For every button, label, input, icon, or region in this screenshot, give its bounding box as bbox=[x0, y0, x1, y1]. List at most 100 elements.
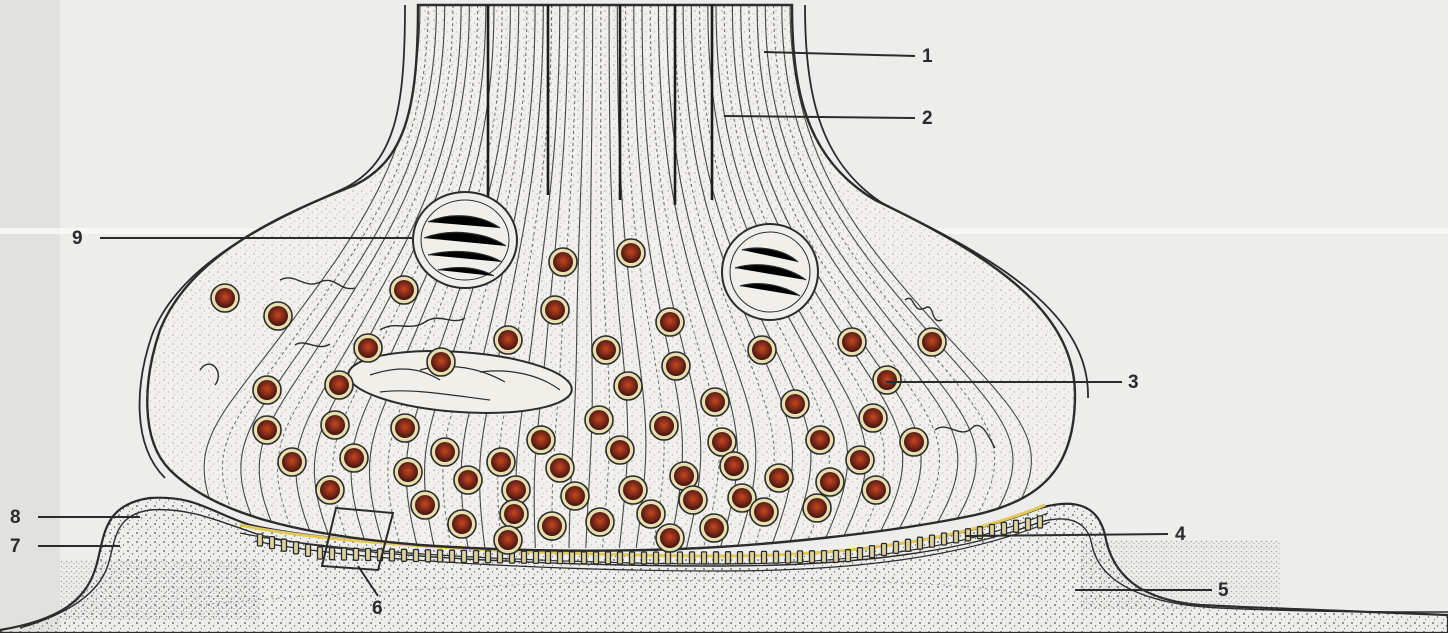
vesicle bbox=[427, 348, 455, 376]
receptor-channel bbox=[1002, 522, 1007, 534]
receptor-channel bbox=[282, 539, 287, 551]
receptor-channel bbox=[366, 549, 371, 561]
vesicle bbox=[211, 284, 239, 312]
receptor-channel bbox=[402, 549, 407, 561]
label-9: 9 bbox=[72, 228, 83, 249]
receptor-channel bbox=[582, 552, 587, 564]
vesicle bbox=[765, 464, 793, 492]
receptor-channel bbox=[822, 551, 827, 563]
receptor-channel bbox=[906, 539, 911, 551]
vesicle bbox=[538, 512, 566, 540]
label-2: 2 bbox=[922, 108, 933, 129]
receptor-channel bbox=[390, 549, 395, 561]
receptor-channel bbox=[690, 552, 695, 564]
vesicle bbox=[585, 406, 613, 434]
receptor-channel bbox=[438, 550, 443, 562]
label-5: 5 bbox=[1218, 580, 1229, 601]
receptor-channel bbox=[798, 551, 803, 563]
receptor-channel bbox=[426, 550, 431, 562]
label-7: 7 bbox=[10, 536, 21, 557]
vesicle bbox=[561, 482, 589, 510]
vesicle bbox=[816, 468, 844, 496]
vesicle bbox=[873, 366, 901, 394]
receptor-channel bbox=[978, 527, 983, 539]
receptor-channel bbox=[726, 552, 731, 564]
vesicle bbox=[656, 308, 684, 336]
receptor-channel bbox=[990, 525, 995, 537]
receptor-channel bbox=[654, 552, 659, 564]
vesicle bbox=[321, 411, 349, 439]
receptor-channel bbox=[294, 542, 299, 554]
receptor-channel bbox=[534, 551, 539, 563]
vesicle bbox=[650, 412, 678, 440]
vesicle bbox=[527, 426, 555, 454]
receptor-channel bbox=[1038, 516, 1043, 528]
receptor-channel bbox=[342, 548, 347, 560]
receptor-channel bbox=[546, 552, 551, 564]
vesicle bbox=[750, 498, 778, 526]
vesicle bbox=[487, 448, 515, 476]
receptor-channel bbox=[762, 551, 767, 563]
vesicle bbox=[748, 336, 776, 364]
receptor-channel bbox=[1014, 520, 1019, 532]
vesicle bbox=[637, 500, 665, 528]
vesicle bbox=[454, 466, 482, 494]
vesicle bbox=[253, 416, 281, 444]
receptor-channel bbox=[558, 552, 563, 564]
vesicle bbox=[586, 508, 614, 536]
mitochondrion-right bbox=[722, 224, 818, 320]
vesicle bbox=[781, 390, 809, 418]
label-6: 6 bbox=[372, 598, 383, 619]
vesicle bbox=[862, 476, 890, 504]
vesicle bbox=[448, 510, 476, 538]
receptor-channel bbox=[714, 552, 719, 564]
vesicle bbox=[494, 526, 522, 554]
receptor-channel bbox=[666, 552, 671, 564]
receptor-channel bbox=[1026, 518, 1031, 530]
vesicle bbox=[701, 388, 729, 416]
vesicle bbox=[606, 436, 634, 464]
mitochondrion-left bbox=[413, 192, 517, 288]
receptor-channel bbox=[858, 548, 863, 560]
receptor-channel bbox=[930, 535, 935, 547]
receptor-channel bbox=[462, 550, 467, 562]
receptor-channel bbox=[846, 550, 851, 562]
label-3: 3 bbox=[1128, 372, 1139, 393]
vesicle bbox=[838, 328, 866, 356]
receptor-channel bbox=[942, 533, 947, 545]
vesicle bbox=[900, 428, 928, 456]
receptor-channel bbox=[450, 550, 455, 562]
vesicle bbox=[592, 336, 620, 364]
vesicle bbox=[394, 458, 422, 486]
vesicle bbox=[431, 438, 459, 466]
vesicle bbox=[541, 296, 569, 324]
vesicle bbox=[546, 454, 574, 482]
vesicle bbox=[391, 414, 419, 442]
vesicle bbox=[806, 426, 834, 454]
vesicle bbox=[316, 476, 344, 504]
vesicle bbox=[253, 376, 281, 404]
receptor-channel bbox=[522, 551, 527, 563]
vesicle bbox=[494, 326, 522, 354]
vesicle bbox=[617, 239, 645, 267]
receptor-channel bbox=[594, 552, 599, 564]
vesicle bbox=[264, 302, 292, 330]
receptor-channel bbox=[738, 552, 743, 564]
receptor-channel bbox=[318, 547, 323, 559]
receptor-channel bbox=[606, 552, 611, 564]
receptor-channel bbox=[702, 552, 707, 564]
vesicle bbox=[354, 334, 382, 362]
receptor-channel bbox=[330, 548, 335, 560]
vesicle bbox=[720, 452, 748, 480]
receptor-channel bbox=[630, 552, 635, 564]
receptor-channel bbox=[966, 529, 971, 541]
vesicle bbox=[846, 446, 874, 474]
receptor-channel bbox=[954, 531, 959, 543]
label-4: 4 bbox=[1175, 524, 1186, 545]
receptor-channel bbox=[270, 537, 275, 549]
vesicle bbox=[662, 352, 690, 380]
receptor-channel bbox=[810, 551, 815, 563]
receptor-channel bbox=[786, 551, 791, 563]
vesicle bbox=[411, 491, 439, 519]
